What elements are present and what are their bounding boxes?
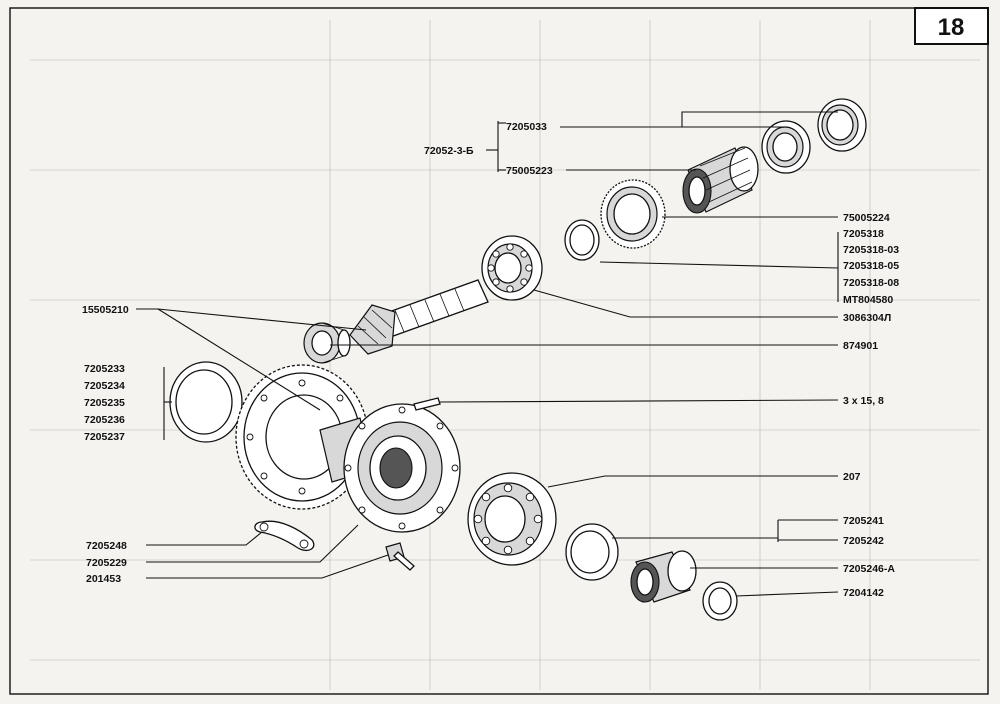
- label-3086304l: 3086304Л: [843, 312, 891, 324]
- label-874901: 874901: [843, 340, 878, 352]
- ring-75005223: [761, 120, 811, 174]
- label-7205234: 7205234: [84, 380, 125, 392]
- label-7205241: 7205241: [843, 515, 884, 527]
- shim-ring-7205233: [169, 361, 243, 443]
- label-7205248: 7205248: [86, 540, 127, 552]
- label-7205033: 7205033: [506, 121, 547, 133]
- pinion-shaft-15505210: [349, 279, 489, 355]
- pin-3x15-8: [413, 397, 441, 411]
- label-75005224: 75005224: [843, 212, 890, 224]
- label-75005223: 75005223: [506, 165, 553, 177]
- label-7205237: 7205237: [84, 431, 125, 443]
- ball-bearing-3086304l: [481, 235, 543, 301]
- page-number: 18: [938, 14, 965, 41]
- ring-7205318: [564, 219, 600, 261]
- label-7205318-05: 7205318-05: [843, 260, 899, 272]
- label-207: 207: [843, 471, 861, 483]
- label-7205246-a: 7205246-А: [843, 563, 895, 575]
- bolt-201453: [385, 542, 415, 571]
- callout-labels: 7205033 72052-3-Б 75005223 75005224 7205…: [82, 121, 899, 599]
- leader-lines: [136, 111, 839, 597]
- ring-75005224: [600, 179, 666, 249]
- differential-housing: [319, 403, 461, 533]
- label-7204142: 7204142: [843, 587, 884, 599]
- lock-plate-7205248: [254, 520, 315, 552]
- page-number-box: 18: [914, 7, 989, 45]
- label-7205236: 7205236: [84, 414, 125, 426]
- label-7205242: 7205242: [843, 535, 884, 547]
- label-7205318: 7205318: [843, 228, 884, 240]
- ball-bearing-207: [467, 472, 557, 566]
- label-15505210: 15505210: [82, 304, 129, 316]
- label-mt804580: MT804580: [843, 294, 893, 306]
- label-7205233: 7205233: [84, 363, 125, 375]
- page-frame: [9, 7, 989, 695]
- label-pin-3x15-8: 3 х 15, 8: [843, 395, 884, 407]
- label-201453: 201453: [86, 573, 121, 585]
- label-7205318-08: 7205318-08: [843, 277, 899, 289]
- ring-7205033: [817, 98, 867, 152]
- label-72052-3-b: 72052-3-Б: [424, 145, 474, 157]
- label-7205318-03: 7205318-03: [843, 244, 899, 256]
- bushing-7205246-a: [630, 550, 697, 603]
- splined-sleeve: [682, 146, 759, 214]
- ring-7204142: [702, 581, 738, 621]
- ring-7205241: [565, 523, 619, 581]
- label-7205229: 7205229: [86, 557, 127, 569]
- roller-bearing-874901: [303, 322, 351, 364]
- label-7205235: 7205235: [84, 397, 125, 409]
